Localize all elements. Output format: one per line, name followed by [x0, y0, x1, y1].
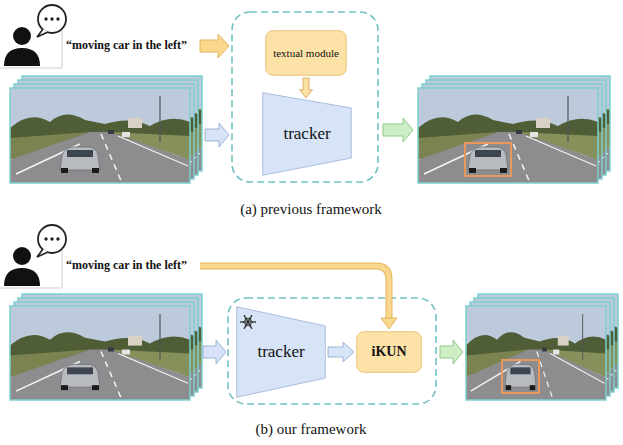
bubble-dot — [50, 17, 53, 20]
text-route — [200, 266, 389, 320]
node-text: tracker — [257, 342, 304, 362]
icon-frame — [0, 288, 62, 289]
node-text: textual module — [273, 47, 339, 60]
person-body — [4, 48, 40, 66]
video-frames — [10, 76, 202, 183]
bounding-box — [465, 143, 511, 176]
bubble-dot — [56, 17, 59, 20]
box-shape — [266, 31, 347, 76]
video-frames — [466, 294, 618, 400]
frame-border — [418, 88, 598, 183]
trapezoid-shape — [237, 307, 326, 398]
input-arrow — [205, 123, 229, 147]
text-route-outline — [200, 266, 389, 320]
snowflake-branch — [245, 323, 246, 326]
query-text: “moving car in the left” — [66, 259, 187, 273]
framework-outline — [232, 12, 378, 182]
user-icon — [0, 225, 66, 288]
video-frame — [10, 306, 190, 400]
block-arrow — [300, 78, 313, 98]
bounding-box — [502, 360, 539, 393]
snowflake-branch — [245, 318, 246, 321]
framework-outline — [228, 298, 436, 404]
snowflake-arm — [244, 315, 252, 329]
node-text: tracker — [283, 124, 330, 144]
text-arrow — [200, 34, 229, 58]
video-frame — [418, 88, 598, 183]
snowflake-branch — [248, 318, 251, 319]
frame-border — [466, 306, 606, 400]
snowflake-icon — [240, 315, 256, 329]
frame-border — [10, 306, 190, 400]
input-arrow — [203, 340, 226, 364]
video-frames — [10, 294, 202, 400]
tracker-trapezoid: tracker — [262, 92, 352, 176]
video-frames — [418, 76, 610, 183]
bubble-dot — [56, 237, 59, 240]
trapezoid-shape — [263, 93, 352, 176]
block-arrow — [328, 342, 354, 362]
person-head — [13, 27, 31, 45]
subfigure-caption: (b) our framework — [256, 421, 367, 438]
icon-frame — [0, 68, 62, 69]
bubble-dot — [50, 237, 53, 240]
node-text: iKUN — [372, 344, 407, 360]
output-arrow — [440, 340, 463, 364]
text-module-box: textual module — [265, 30, 347, 76]
person-body — [4, 268, 40, 286]
bubble-dot — [44, 17, 47, 20]
box-shape — [357, 332, 422, 373]
video-frame — [10, 88, 190, 183]
query-text: “moving car in the left” — [66, 39, 187, 53]
ikun-box: iKUN — [356, 331, 422, 373]
bubble-tail — [37, 29, 48, 37]
tracker-trapezoid: tracker — [236, 306, 326, 398]
bubble-tail — [37, 249, 48, 257]
subfigure-caption: (a) previous framework — [240, 201, 382, 218]
output-arrow — [383, 118, 413, 142]
frame-border — [10, 88, 190, 183]
snowflake-arm — [244, 315, 252, 329]
video-frame — [466, 306, 606, 400]
person-head — [13, 247, 31, 265]
text-route-head — [381, 318, 397, 329]
bubble-dot — [44, 237, 47, 240]
user-icon — [0, 5, 66, 68]
